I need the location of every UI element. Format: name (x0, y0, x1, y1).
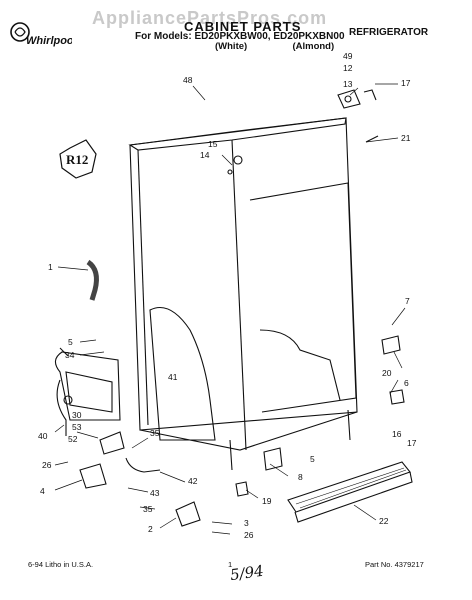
watermark-text: AppliancePartsPros.com (92, 8, 328, 28)
callout-26-left: 26 (42, 460, 52, 470)
callout-21: 21 (401, 133, 411, 143)
r12-badge: R12 (59, 139, 97, 179)
callout-17-right: 17 (407, 438, 417, 448)
footer-part-number: Part No. 4379217 (365, 560, 424, 569)
callout-43: 43 (150, 488, 160, 498)
cabinet-liner-left (149, 306, 216, 441)
bracket-8 (263, 447, 283, 471)
models-line: For Models: ED20PKXBW00, ED20PKXBN00 (135, 31, 345, 42)
drain-tube (86, 259, 99, 301)
callout-35-top: 35 (150, 428, 160, 438)
callout-19: 19 (262, 496, 272, 506)
callout-41: 41 (168, 372, 178, 382)
cabinet-divider (231, 139, 247, 451)
callout-52: 52 (68, 434, 78, 444)
callout-17-top: 17 (401, 78, 411, 88)
appliance-category: REFRIGERATOR (349, 27, 429, 38)
whirlpool-logo: Whirlpool (10, 22, 72, 47)
top-hinge (337, 89, 361, 109)
wire-harness-cover (54, 351, 121, 421)
callout-48: 48 (183, 75, 193, 85)
page-title: CABINET PARTS (184, 19, 302, 34)
callout-5-left: 5 (68, 337, 73, 347)
callout-26-bottom: 26 (244, 530, 254, 540)
callout-53: 53 (72, 422, 82, 432)
bracket-2 (175, 501, 201, 527)
callout-8: 8 (298, 472, 303, 482)
callout-20: 20 (382, 368, 392, 378)
callout-2: 2 (148, 524, 153, 534)
callout-15: 15 (208, 139, 218, 149)
callout-1: 1 (48, 262, 53, 272)
callout-3: 3 (244, 518, 249, 528)
cabinet-interior-right (249, 182, 357, 413)
callout-5-right: 5 (310, 454, 315, 464)
callout-30: 30 (72, 410, 82, 420)
callout-40: 40 (38, 431, 48, 441)
callout-42: 42 (188, 476, 198, 486)
model-variants: (White) (Almond) (215, 41, 334, 52)
callout-6: 6 (404, 378, 409, 388)
r12-badge-text: R12 (66, 152, 88, 167)
callout-12: 12 (343, 63, 353, 73)
callout-22: 22 (379, 516, 389, 526)
callout-49: 49 (343, 51, 353, 61)
footer-page-number: 1 (228, 560, 233, 569)
callout-35-bottom: 35 (143, 504, 153, 514)
callout-4: 4 (40, 486, 45, 496)
callout-16: 16 (392, 429, 402, 439)
callout-34: 34 (65, 350, 75, 360)
cabinet-top (128, 117, 347, 151)
callout-7: 7 (405, 296, 410, 306)
callout-13: 13 (343, 79, 353, 89)
variant-white: (White) (215, 41, 248, 52)
footer-litho: 6-94 Litho in U.S.A. (28, 560, 94, 569)
brand-text: Whirlpool (26, 35, 72, 47)
bracket-4 (79, 463, 107, 489)
variant-almond: (Almond) (292, 41, 335, 52)
callout-14: 14 (200, 150, 210, 160)
